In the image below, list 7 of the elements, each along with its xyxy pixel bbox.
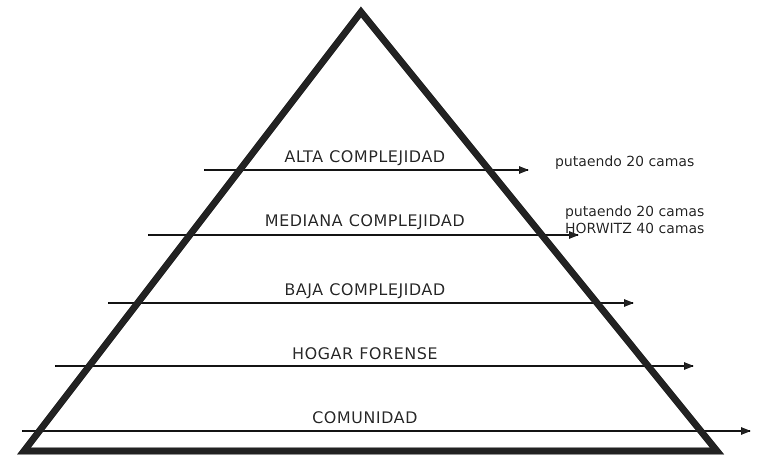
level-label: COMUNIDAD [312, 408, 418, 427]
note-text: putaendo 20 camas HORWITZ 40 camas [565, 204, 706, 238]
level-label: MEDIANA COMPLEJIDAD [264, 211, 466, 230]
level-label: ALTA COMPLEJIDAD [284, 147, 446, 166]
note-text: putaendo 20 camas [555, 154, 694, 171]
level-label: BAJA COMPLEJIDAD [284, 280, 446, 299]
level-label: HOGAR FORENSE [292, 344, 438, 363]
